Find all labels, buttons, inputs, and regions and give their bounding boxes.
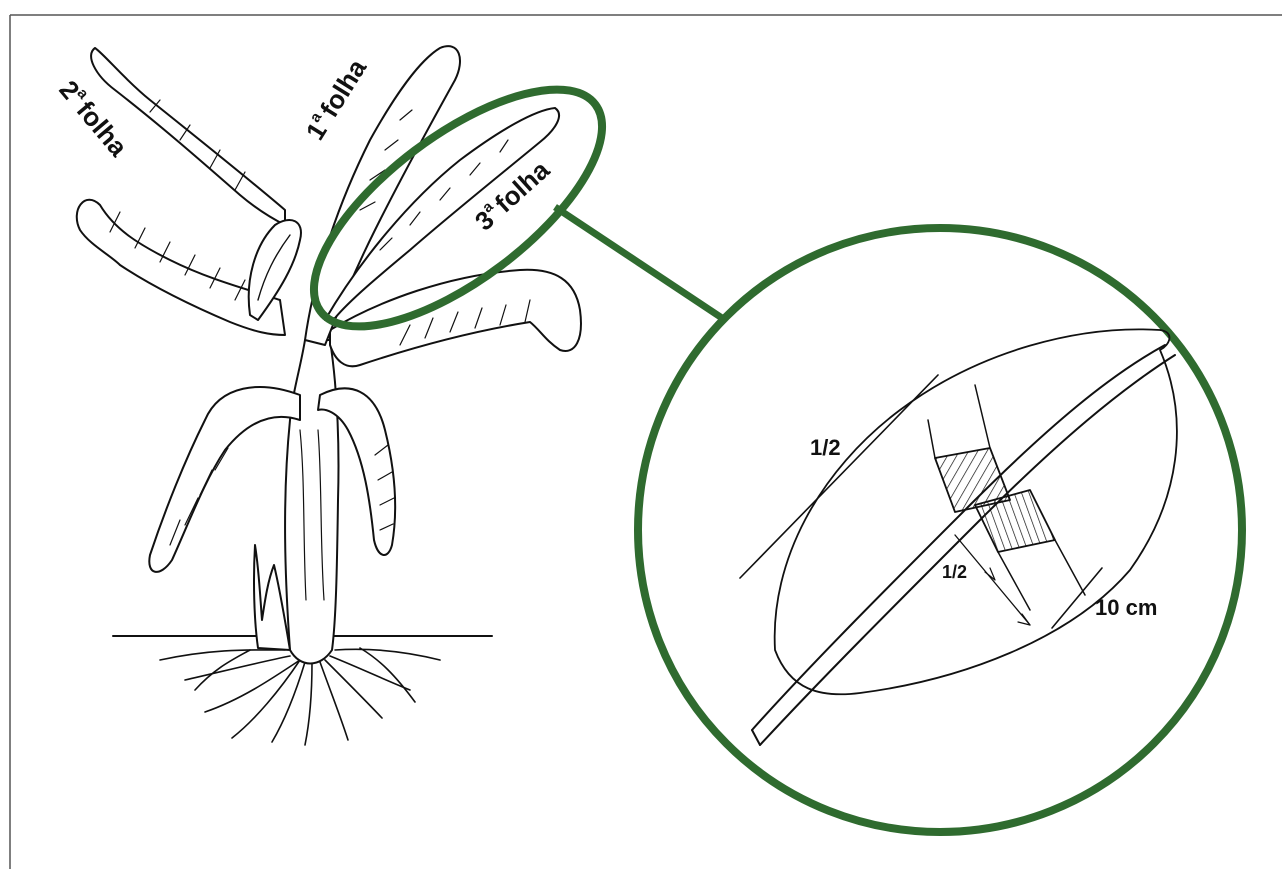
label-half-leaf: 1/2 bbox=[810, 435, 841, 460]
detail-circle bbox=[638, 228, 1242, 832]
banana-plant-illustration bbox=[77, 46, 581, 745]
sucker bbox=[254, 545, 290, 650]
pseudostem bbox=[285, 340, 338, 664]
roots bbox=[160, 648, 440, 745]
connector-line bbox=[555, 207, 728, 322]
label-half-width: 1/2 bbox=[942, 562, 967, 582]
label-strip-width: 10 cm bbox=[1095, 595, 1157, 620]
label-first-leaf: 1afolha bbox=[299, 53, 373, 145]
lower-left-leaf bbox=[149, 387, 300, 572]
